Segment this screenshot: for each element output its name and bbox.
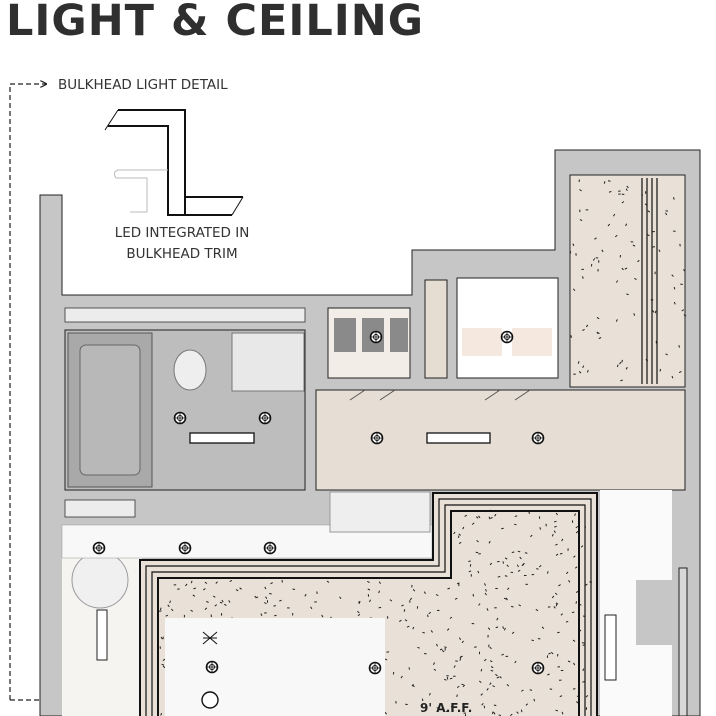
linear-light: [426, 432, 491, 444]
ceiling-light-icon: [531, 661, 545, 675]
ceiling-light-icon: [370, 431, 384, 445]
shower-linear-light: [641, 178, 658, 384]
led-label-line2: BULKHEAD TRIM: [126, 246, 237, 262]
ceiling-light-icon: [368, 661, 382, 675]
led-label-line1: LED INTEGRATED IN: [115, 225, 250, 241]
window: [678, 567, 688, 716]
pendant-light-icon: [201, 691, 219, 709]
ceiling-light-icon: [369, 330, 383, 344]
ceiling-light-icon: [531, 431, 545, 445]
bathtub-basin: [79, 344, 141, 476]
ceiling-light-icon: [500, 330, 514, 344]
bulkhead-detail-drawing: [104, 109, 244, 216]
toilet: [173, 349, 207, 391]
ceiling-light-icon: [178, 541, 192, 555]
exhaust-fan-icon: [202, 631, 218, 645]
ceiling-light-icon: [92, 541, 106, 555]
page-title: LIGHT & CEILING: [6, 0, 425, 46]
ceiling-light-icon: [258, 411, 272, 425]
round-table: [71, 551, 129, 609]
ceiling-height-label: 9' A.F.F.: [420, 701, 472, 715]
ceiling-texture: [569, 179, 687, 382]
ceiling-light-icon: [205, 660, 219, 674]
vanity: [231, 332, 305, 392]
bulkhead-trim: [139, 492, 604, 716]
shower-ceiling: [569, 174, 686, 388]
narrow-closet: [424, 279, 448, 379]
ceiling-texture: [453, 509, 586, 578]
ceiling-light-icon: [263, 541, 277, 555]
bathroom-bench: [64, 499, 136, 518]
bulkhead-detail-label: BULKHEAD LIGHT DETAIL: [58, 77, 228, 93]
door-swings: [349, 389, 531, 401]
bed: [165, 618, 385, 716]
linear-light: [604, 614, 617, 681]
bathroom-shelf: [64, 307, 306, 323]
linear-light: [96, 609, 108, 661]
callout-leader: [9, 84, 46, 700]
linear-light: [189, 432, 255, 444]
ceiling-light-icon: [173, 411, 187, 425]
kitchen-counter: [329, 491, 431, 533]
